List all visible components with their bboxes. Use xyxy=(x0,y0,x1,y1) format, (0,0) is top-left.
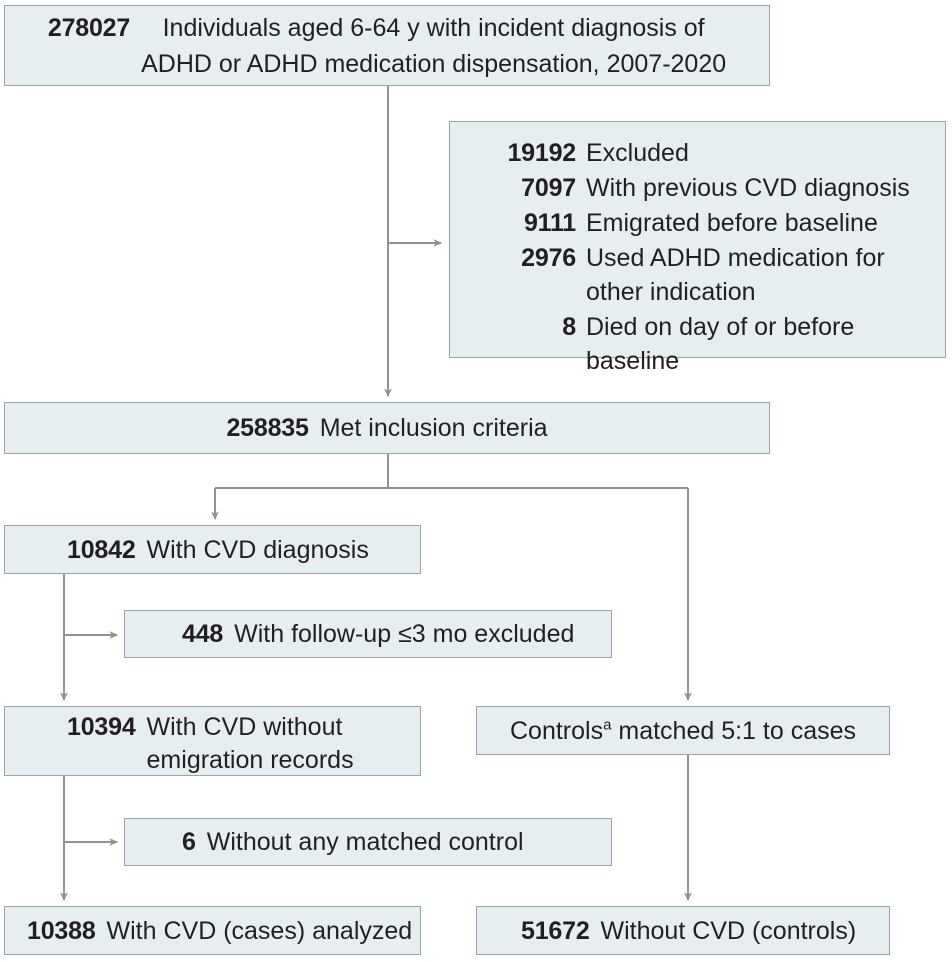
excluded-reason-row: 7097 With previous CVD diagnosis xyxy=(466,171,937,205)
footnote-marker-a: a xyxy=(603,716,612,734)
box-met-inclusion-criteria: 258835 Met inclusion criteria xyxy=(4,402,770,454)
excluded-reason-label: Emigrated before baseline xyxy=(586,209,878,237)
excluded-reason-row: 8 Died on day of or before baseline xyxy=(466,310,937,378)
excluded-reason-count: 7097 xyxy=(521,174,576,202)
box-with-cvd-diagnosis: 10842 With CVD diagnosis xyxy=(4,525,421,574)
excluded-reason-count: 9111 xyxy=(523,209,576,237)
cases-analyzed-label: With CVD (cases) analyzed xyxy=(106,916,413,945)
enrolled-count: 278027 xyxy=(47,13,131,42)
enrolled-label: Individuals aged 6-64 y with incident di… xyxy=(141,13,727,78)
excluded-reason-label: Died on day of or before baseline xyxy=(586,313,855,375)
cases-analyzed-count: 10388 xyxy=(27,916,96,945)
box-controls-matched: Controlsa matched 5:1 to cases xyxy=(476,706,890,755)
box-followup-excluded: 448 With follow-up ≤3 mo excluded xyxy=(124,610,612,658)
excluded-total-label: Excluded xyxy=(586,139,689,167)
excluded-reason-label: With previous CVD diagnosis xyxy=(586,174,910,202)
box-enrolled: 278027 Individuals aged 6-64 y with inci… xyxy=(4,5,770,86)
excluded-reason-label: Used ADHD medication for other indicatio… xyxy=(586,244,885,306)
with-cvd-label: With CVD diagnosis xyxy=(146,535,369,564)
followup-excluded-label: With follow-up ≤3 mo excluded xyxy=(234,620,575,648)
controls-analyzed-label: Without CVD (controls) xyxy=(600,916,857,945)
no-emigration-label: With CVD without emigration records xyxy=(146,713,354,774)
excluded-total-row: 19192 Excluded xyxy=(466,136,937,170)
excluded-reason-count: 2976 xyxy=(521,244,576,272)
excluded-reason-row: 2976 Used ADHD medication for other indi… xyxy=(466,241,937,309)
included-count: 258835 xyxy=(226,414,309,442)
no-matched-control-label: Without any matched control xyxy=(206,828,524,856)
followup-excluded-count: 448 xyxy=(182,620,224,648)
no-matched-control-count: 6 xyxy=(182,828,196,856)
box-controls-analyzed: 51672 Without CVD (controls) xyxy=(476,906,890,955)
excluded-reason-count: 8 xyxy=(562,313,576,341)
box-without-matched-control: 6 Without any matched control xyxy=(124,818,612,866)
box-no-emigration-records: 10394 With CVD without emigration record… xyxy=(4,706,421,776)
controls-matched-text-before: Controls xyxy=(509,716,604,745)
controls-analyzed-count: 51672 xyxy=(521,916,590,945)
box-cases-analyzed: 10388 With CVD (cases) analyzed xyxy=(4,906,421,955)
box-excluded: 19192 Excluded 7097 With previous CVD di… xyxy=(449,121,946,375)
excluded-reason-row: 9111 Emigrated before baseline xyxy=(466,206,937,240)
controls-matched-label: Controlsa matched 5:1 to cases xyxy=(510,714,856,748)
no-emigration-count: 10394 xyxy=(67,713,136,741)
excluded-total-count: 19192 xyxy=(507,139,576,167)
included-label: Met inclusion criteria xyxy=(319,414,548,442)
controls-matched-text-after: matched 5:1 to cases xyxy=(611,716,857,745)
with-cvd-count: 10842 xyxy=(67,535,136,564)
